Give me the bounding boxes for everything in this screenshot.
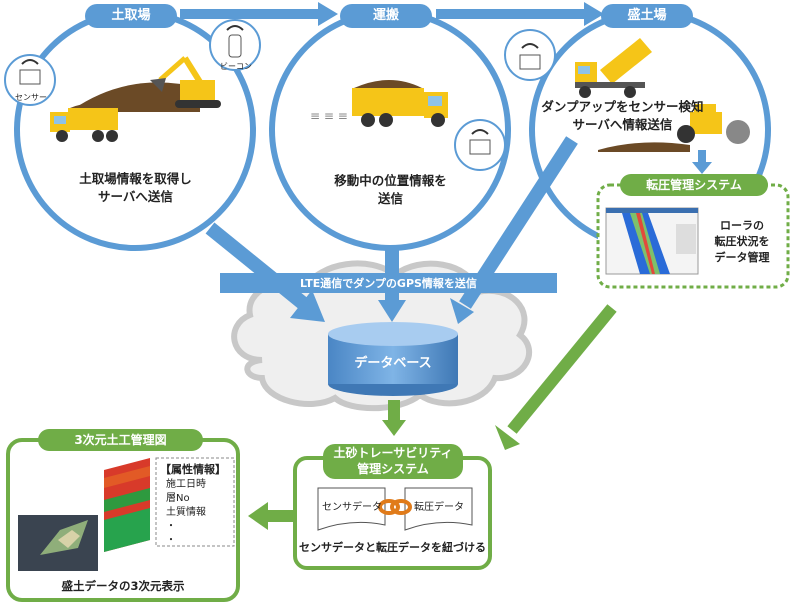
source-caption-line1: 土取場情報を取得し xyxy=(79,171,192,186)
traceability-title-line2: 管理システム xyxy=(357,462,429,476)
lte-banner xyxy=(220,273,557,293)
attribute-item: ・ xyxy=(166,521,176,532)
chain-link-icon xyxy=(378,499,412,515)
attribute-item: 層No xyxy=(166,493,190,504)
beacon-bubble xyxy=(209,19,261,71)
lte-banner-text: LTE通信でダンプのGPS情報を送信 xyxy=(300,277,477,290)
compaction-desc-line2: 転圧状況を xyxy=(714,235,770,248)
compaction-title: 転圧管理システム xyxy=(620,174,768,196)
stage-label-transport: 運搬 xyxy=(340,4,432,28)
sensor-label-source: センサー xyxy=(15,93,47,102)
compaction-desc: ローラの 転圧状況を データ管理 xyxy=(702,218,782,266)
fill-dump-truck-icon xyxy=(575,38,652,98)
compaction-to-trace-arrow xyxy=(495,304,617,450)
database-cylinder xyxy=(328,322,458,396)
model3d-title: 3次元土工管理図 xyxy=(38,429,203,451)
compaction-data-label: 転圧データ xyxy=(414,502,464,513)
db-to-trace-arrow xyxy=(382,400,406,436)
top-flow-arrow-2 xyxy=(436,2,604,26)
transport-caption-line1: 移動中の位置情報を xyxy=(334,173,447,188)
stage-label-fill: 盛土場 xyxy=(601,4,693,28)
attribute-title: 【属性情報】 xyxy=(160,463,226,476)
source-sensor-bubble xyxy=(4,54,56,106)
fill-caption-line1: ダンプアップをセンサー検知 xyxy=(541,99,704,114)
transport-caption-line2: 送信 xyxy=(377,191,403,206)
traceability-caption: センサデータと転圧データを紐づける xyxy=(299,541,486,554)
source-dump-truck-icon xyxy=(50,103,118,142)
source-caption: 土取場情報を取得し サーバへ送信 xyxy=(38,170,233,206)
attribute-panel xyxy=(155,457,235,547)
fill-sensor-bubble xyxy=(504,29,556,81)
excavator-icon xyxy=(150,56,221,108)
beacon-label: ビーコン xyxy=(220,62,252,71)
attribute-item: 施工日時 xyxy=(166,479,206,490)
attribute-list: 施工日時 層No 土質情報 ・ ・ xyxy=(166,478,206,548)
compaction-desc-line1: ローラの xyxy=(720,219,764,232)
compaction-screen-image xyxy=(605,207,699,275)
attribute-item: 土質情報 xyxy=(166,507,206,518)
attribute-item: ・ xyxy=(166,535,176,546)
compaction-desc-line3: データ管理 xyxy=(714,251,770,264)
model3d-caption: 盛土データの3次元表示 xyxy=(61,579,185,593)
fill-to-compaction-arrow xyxy=(692,150,712,174)
source-caption-line2: サーバへ送信 xyxy=(98,189,173,204)
roller-icon xyxy=(677,104,750,144)
transport-sensor-bubble xyxy=(454,119,506,171)
fill-soil-mound xyxy=(598,142,690,152)
transport-dump-truck-icon xyxy=(352,80,448,127)
motion-lines: ≡ ≡ ≡ xyxy=(310,109,348,123)
fill-caption: ダンプアップをセンサー検知 サーバへ情報送信 xyxy=(535,98,710,134)
traceability-title: 土砂トレーサビリティ 管理システム xyxy=(323,444,463,479)
compaction-data-document xyxy=(404,487,473,531)
sensor-data-label: センサデータ xyxy=(322,502,382,513)
fill-caption-line2: サーバへ情報送信 xyxy=(572,117,673,132)
model3d-terrain-image xyxy=(18,458,150,571)
sensor-data-document xyxy=(317,487,386,531)
stage-label-source: 土取場 xyxy=(85,4,177,28)
traceability-title-line1: 土砂トレーサビリティ xyxy=(333,446,453,460)
trace-to-3d-arrow xyxy=(248,502,295,530)
database-label: データベース xyxy=(354,356,432,371)
top-flow-arrow-1 xyxy=(180,2,338,26)
transport-caption: 移動中の位置情報を 送信 xyxy=(293,172,488,208)
